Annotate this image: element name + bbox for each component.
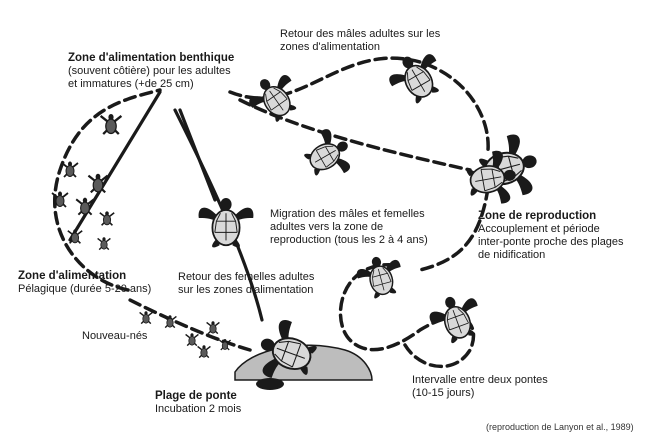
benthic-line-1: (souvent côtière) pour les adultes <box>68 65 231 77</box>
migration-line-3: reproduction (tous les 2 à 4 ans) <box>270 234 428 246</box>
label-repro-zone: Zone de reproduction Accouplement et pér… <box>478 210 624 262</box>
label-females-return: Retour des femelles adultes sur les zone… <box>178 271 314 297</box>
label-males-return: Retour des mâles adultes sur les zones d… <box>280 28 440 54</box>
repro-line-1: Accouplement et période <box>478 223 600 235</box>
beach-title: Plage de ponte <box>155 390 237 402</box>
turtle-male-return <box>381 43 452 112</box>
benthic-line-2: et immatures (+de 25 cm) <box>68 78 194 90</box>
juvenile-turtles <box>51 112 232 359</box>
interval-line-1: Intervalle entre deux pontes <box>412 374 548 386</box>
pelagic-line-1: Pélagique (durée 5-20 ans) <box>18 283 152 295</box>
label-hatchlings: Nouveau-nés <box>82 330 147 343</box>
label-interval: Intervalle entre deux pontes (10-15 jour… <box>412 374 548 400</box>
turtle-interval-1 <box>352 250 408 303</box>
migration-line-1: Migration des mâles et femelles <box>270 208 425 220</box>
benthic-title: Zone d'alimentation benthique <box>68 52 235 64</box>
migration-line-2: adultes vers la zone de <box>270 221 384 233</box>
males-return-line-2: zones d'alimentation <box>280 41 380 53</box>
repro-line-3: de nidification <box>478 249 546 261</box>
label-benthic-zone: Zone d'alimentation benthique (souvent c… <box>68 52 234 91</box>
beach-line-1: Incubation 2 mois <box>155 403 242 415</box>
nesting-beach <box>234 313 373 391</box>
turtle-migration <box>297 122 360 187</box>
source-credit: (reproduction de Lanyon et al., 1989) <box>486 422 634 432</box>
males-return-line-1: Retour des mâles adultes sur les <box>280 28 441 40</box>
label-nesting-beach: Plage de ponte Incubation 2 mois <box>155 390 241 416</box>
females-return-line-1: Retour des femelles adultes <box>178 271 315 283</box>
label-pelagic-zone: Zone d'alimentation Pélagique (durée 5-2… <box>18 270 151 296</box>
repro-title: Zone de reproduction <box>478 210 597 222</box>
turtle-benthic-1 <box>241 65 308 130</box>
females-return-line-2: sur les zones d'alimentation <box>178 284 314 296</box>
label-migration: Migration des mâles et femelles adultes … <box>270 208 428 247</box>
turtle-female-return <box>197 197 255 249</box>
pelagic-title: Zone d'alimentation <box>18 270 127 282</box>
repro-line-2: inter-ponte proche des plages <box>478 236 624 248</box>
interval-line-2: (10-15 jours) <box>412 387 475 399</box>
hatchlings-text: Nouveau-nés <box>82 330 148 342</box>
turtle-interval-2 <box>424 287 488 349</box>
